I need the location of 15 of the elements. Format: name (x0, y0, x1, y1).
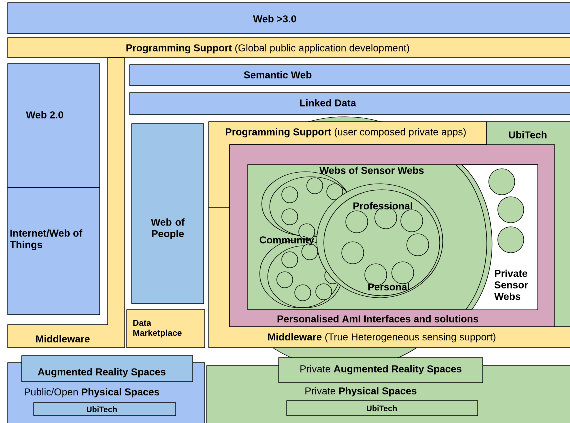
layer-box: Data Marketplace (126, 310, 206, 348)
layer-band: Web >3.0 (8, 2, 570, 34)
layer-box: UbiTech (34, 402, 176, 416)
layer-box: UbiTech (286, 400, 478, 416)
web-label: Personal (368, 283, 410, 291)
layer-band: Linked Data (130, 92, 570, 116)
layer-box: Internet/Web of Things (8, 188, 100, 316)
layer-box: Private Augmented Reality Spaces (278, 358, 484, 384)
layer-box: Web 2.0 (8, 64, 100, 188)
private-sensor-webs: Private Sensor Webs (456, 164, 538, 310)
layer-box: Augmented Reality Spaces (22, 356, 194, 382)
layer-band: Programming Support (Global public application development) (8, 38, 570, 58)
layer-band: Semantic Web (130, 64, 570, 86)
node-label: Private Physical Spaces (306, 387, 417, 397)
layer-box: Web of People (132, 124, 204, 304)
